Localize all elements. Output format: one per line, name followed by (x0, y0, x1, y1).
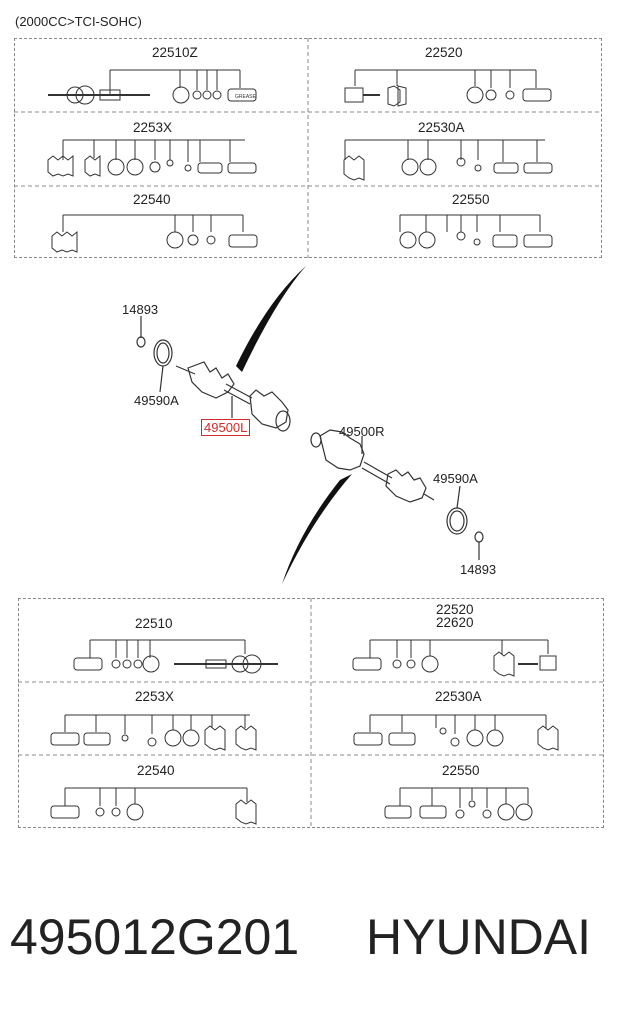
kit-22530a-bottom-parts (353, 714, 559, 751)
top-kit-label-22510z: 22510Z (152, 45, 198, 60)
kit-22540-parts (51, 214, 258, 253)
bottom-kit-label-22540: 22540 (137, 763, 175, 778)
kit-22510-parts (73, 639, 278, 674)
top-kit-label-22530a: 22530A (418, 120, 465, 135)
kit-22530a-parts (343, 139, 553, 181)
bottom-kit-label-2253x: 2253X (135, 689, 175, 704)
engine-spec-header: (2000CC>TCI-SOHC) (15, 14, 142, 29)
kit-22540-bottom-parts (50, 787, 257, 825)
clip-label-left: 14893 (122, 302, 159, 317)
grease-tube-label: GREASE (235, 94, 257, 100)
kit-2253x-bottom-parts (50, 714, 257, 751)
clip-14893-left (136, 316, 146, 348)
bottom-kit-label-22530a: 22530A (435, 689, 482, 704)
bottom-kit-label-22550: 22550 (442, 763, 480, 778)
bottom-kit-label-22620: 22620 (436, 615, 474, 630)
bottom-kit-label-22510: 22510 (135, 616, 173, 631)
kit-22520-parts (344, 69, 552, 107)
drive-shaft-49500l (175, 361, 291, 432)
leader-stroke-bottom (282, 474, 352, 584)
shaft-part-label-left[interactable]: 49500L (201, 419, 251, 436)
clip-label-right: 14893 (460, 562, 497, 577)
kit-22510z-parts (48, 69, 257, 105)
leader-stroke-top (236, 266, 306, 372)
boot-ring-49590a-left (153, 339, 173, 393)
footer-brand: HYUNDAI (366, 909, 592, 965)
top-kit-label-22540: 22540 (133, 192, 171, 207)
boot-ring-49590a-right (446, 485, 468, 535)
bottom-kit-label-22520: 22520 (436, 602, 474, 617)
top-kit-label-2253x: 2253X (133, 120, 173, 135)
kit-22550-bottom-parts (384, 787, 533, 821)
footer-part-number: 495012G201 (10, 909, 300, 965)
kit-2253x-parts (47, 139, 257, 177)
top-kit-label-22550: 22550 (452, 192, 490, 207)
kit-22550-parts (399, 214, 553, 249)
clip-14893-right (474, 531, 484, 560)
drive-shaft-49500r (310, 429, 435, 503)
boot-ring-label-right: 49590A (433, 471, 478, 486)
top-kit-label-22520: 22520 (425, 45, 463, 60)
kit-22520-22620-parts (352, 639, 557, 677)
shaft-part-label-right: 49500R (339, 424, 385, 439)
boot-ring-label-left: 49590A (134, 393, 179, 408)
